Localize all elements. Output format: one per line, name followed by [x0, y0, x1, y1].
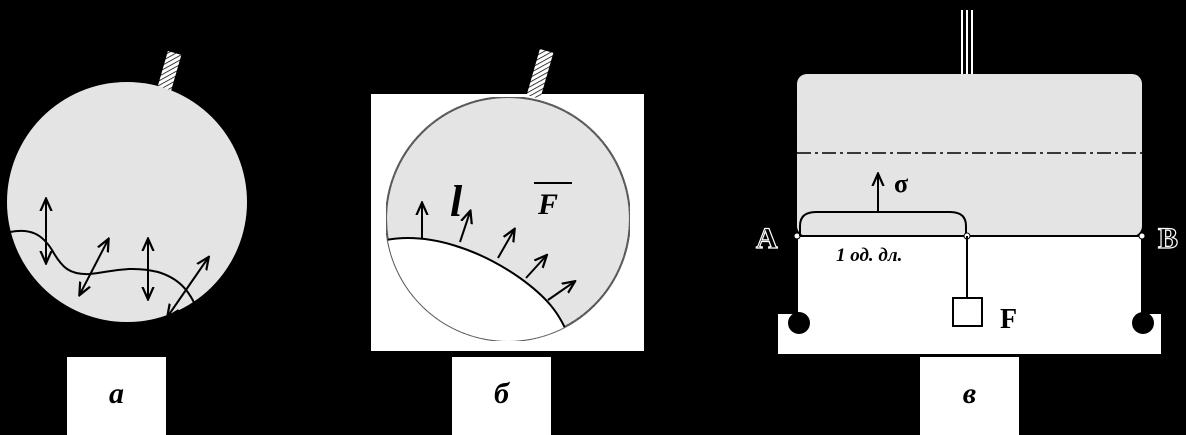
unit-length-bracket [799, 211, 967, 236]
drop-circle-a [7, 82, 247, 322]
tension-arrow-4 [168, 258, 208, 316]
label-sigma: σ [894, 169, 908, 198]
force-arrow-3 [497, 230, 514, 259]
point-B [1138, 232, 1146, 240]
force-arrow-4 [525, 256, 546, 279]
caption-b: б [494, 377, 509, 410]
caption-box-a: а [67, 357, 166, 435]
label-unit-length: 1 од. дл. [836, 245, 902, 266]
caption-a: а [109, 377, 124, 410]
label-F-b: F [537, 188, 558, 221]
capillary-tube-b [526, 49, 554, 99]
tension-arrow-2 [80, 240, 108, 294]
caption-box-b: б [452, 357, 551, 435]
panel-a [7, 51, 247, 322]
liquid-film [797, 74, 1142, 236]
right-pivot [1132, 312, 1154, 334]
panel-b: l F [371, 49, 644, 351]
weight-box [952, 297, 983, 327]
force-arrow-2 [459, 212, 470, 243]
caption-box-c: в [920, 357, 1019, 435]
label-A: A [756, 222, 778, 255]
panel-c: σ 1 од. дл. F A B [755, 10, 1179, 354]
label-F-c: F [1000, 304, 1017, 335]
caption-c: в [962, 377, 977, 410]
label-l: l [450, 177, 463, 226]
left-pivot [788, 312, 810, 334]
force-arrow-5 [547, 282, 574, 301]
label-B: B [1158, 222, 1178, 255]
